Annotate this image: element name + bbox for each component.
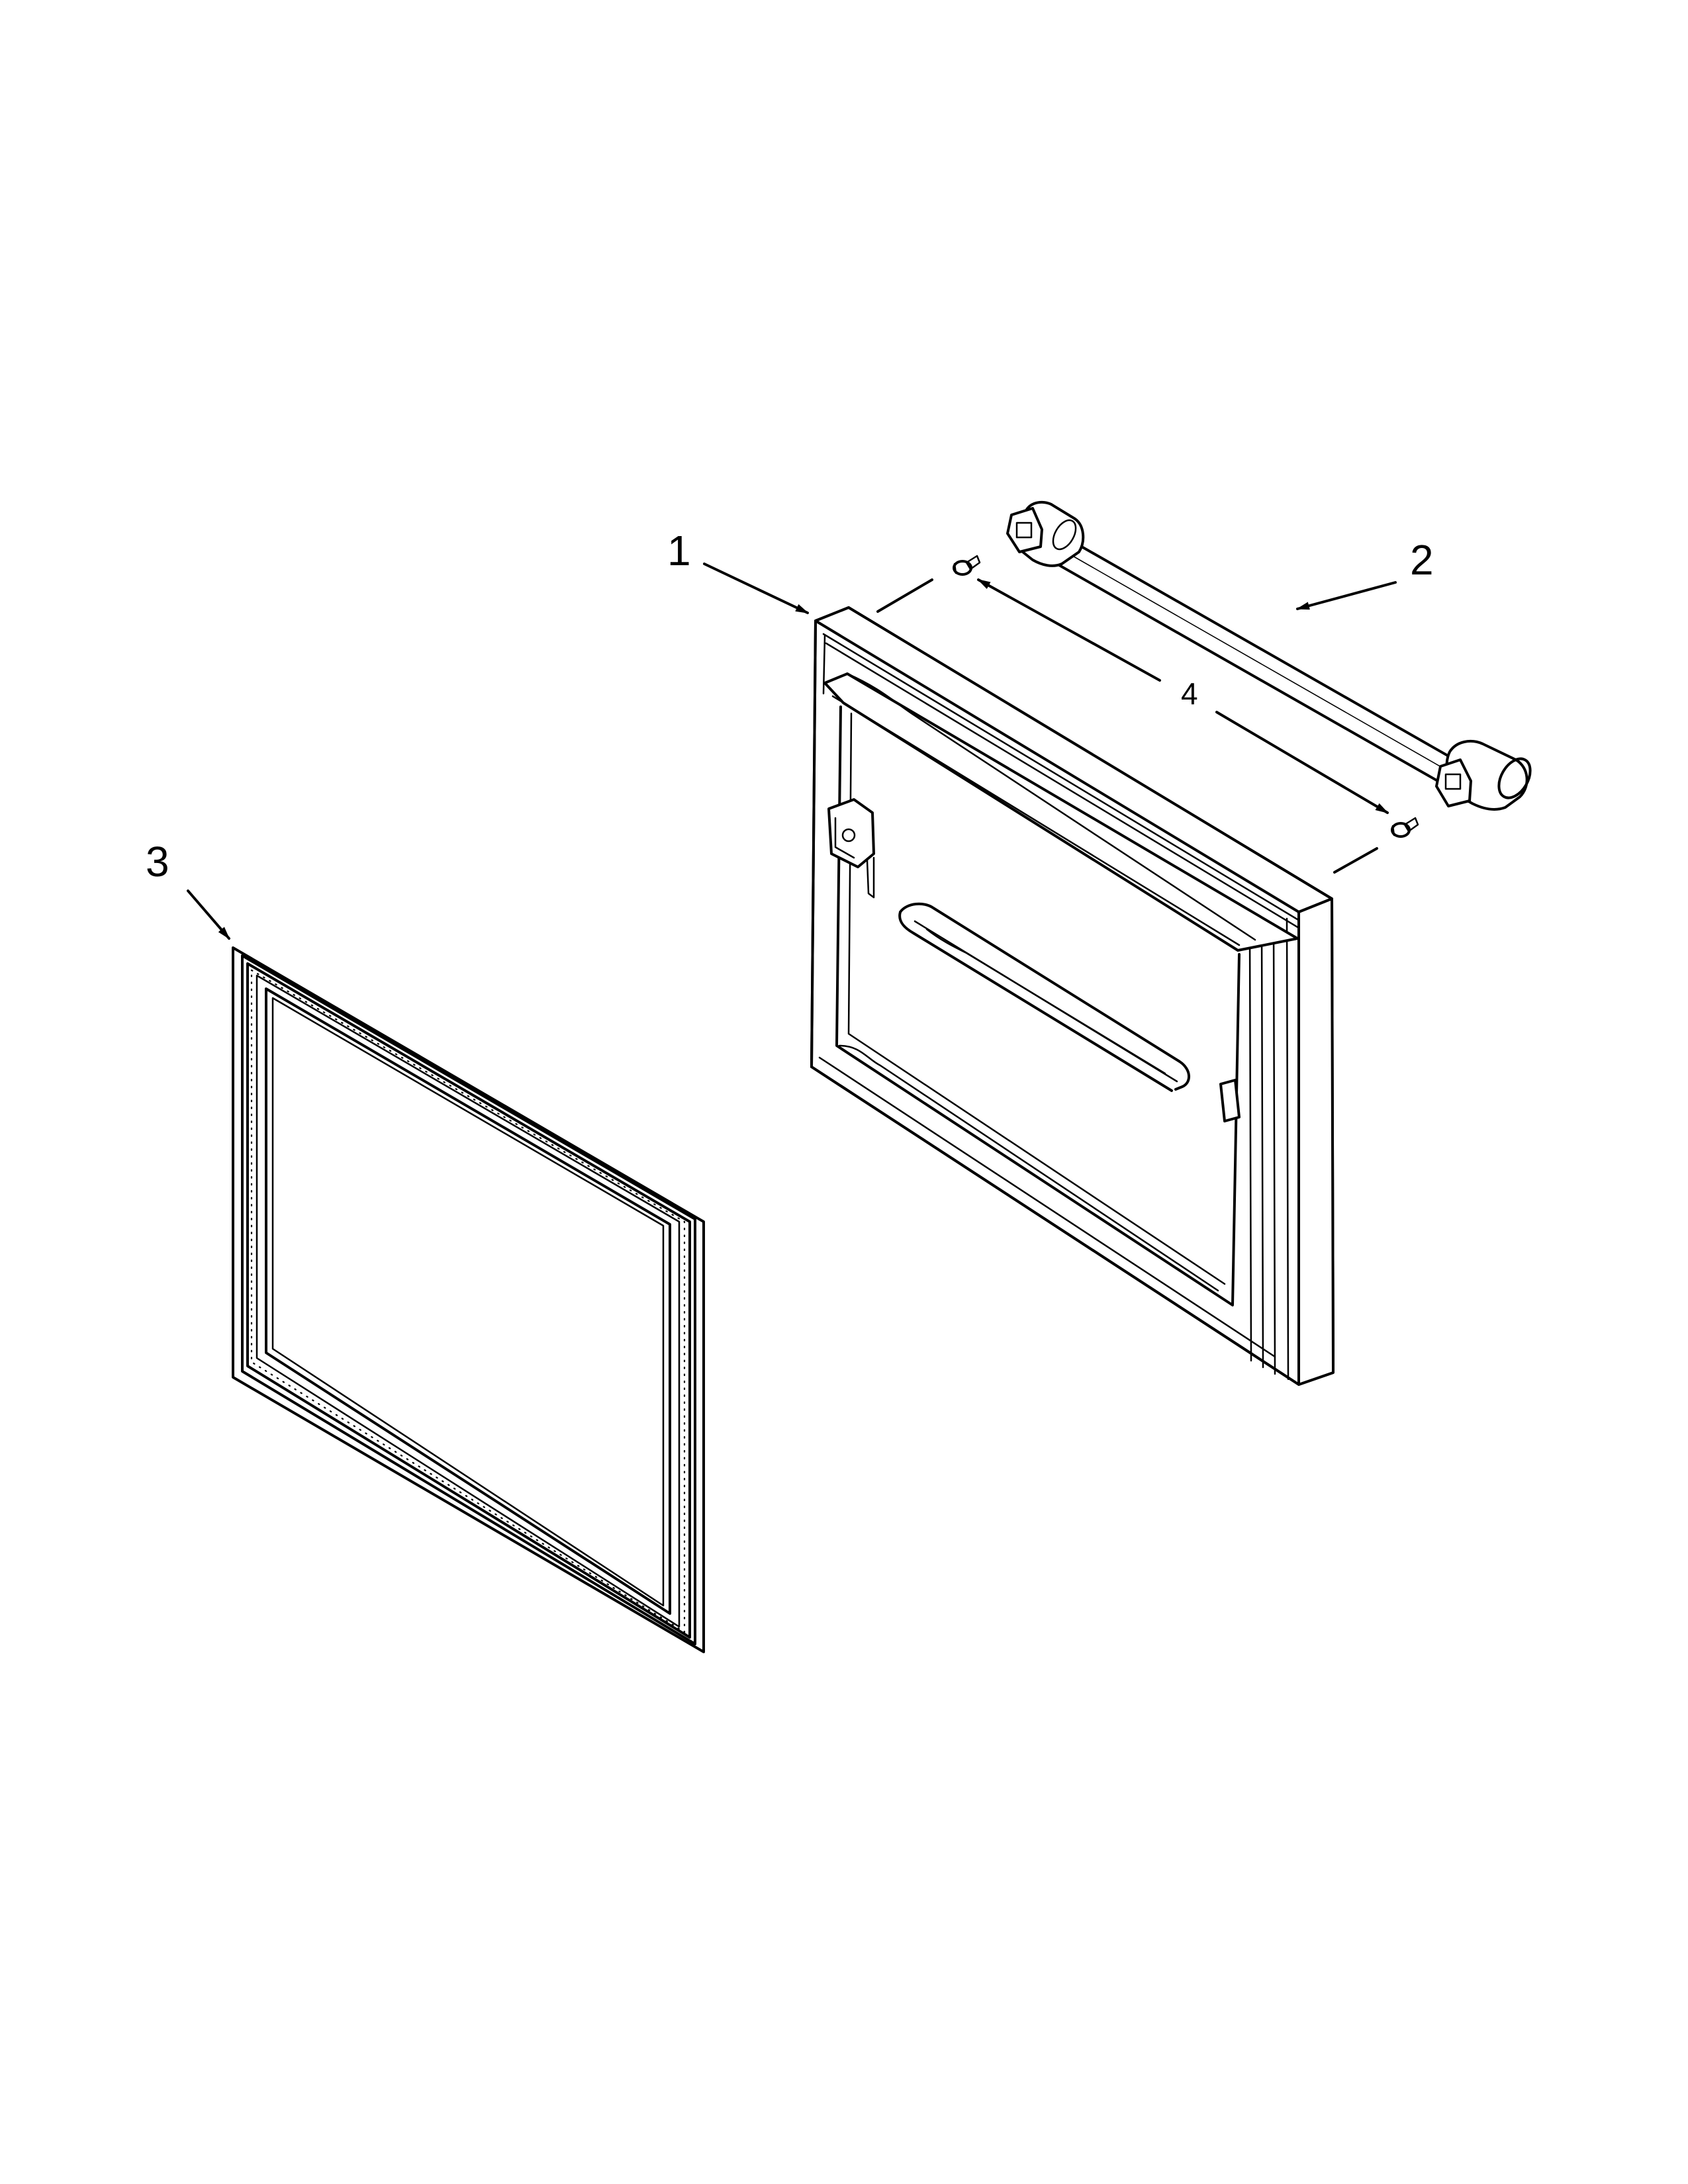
callout-3: 3	[146, 838, 169, 886]
gasket	[232, 946, 705, 1653]
callout-4: 4	[1181, 676, 1198, 711]
handle	[1006, 500, 1532, 811]
door-assembly	[810, 606, 1335, 1386]
callout-1-leader	[703, 563, 809, 614]
alignment-line-lower	[1333, 847, 1378, 874]
callout-4-leader-lower	[1215, 711, 1389, 814]
alignment-line-upper	[876, 578, 933, 613]
callout-2: 2	[1410, 536, 1434, 584]
screw-lower	[1391, 817, 1419, 838]
callout-1: 1	[667, 527, 691, 574]
callout-4-leader-upper	[977, 578, 1161, 682]
screw-upper	[953, 555, 981, 576]
callout-2-leader	[1296, 581, 1397, 610]
callout-3-leader	[187, 889, 230, 940]
